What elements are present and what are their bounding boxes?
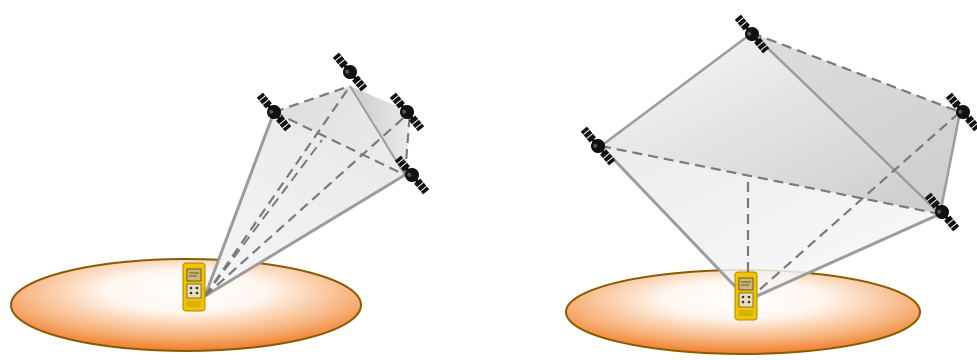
range-line: [751, 32, 941, 215]
hidden-edge: [204, 111, 411, 297]
coverage-face-right-bottom: [601, 146, 940, 300]
hidden-edge: [751, 31, 961, 114]
hidden-edge: [273, 84, 351, 114]
hidden-edge: [600, 144, 941, 216]
panel-wide-constellation: [565, 12, 977, 355]
range-line: [204, 173, 406, 298]
hidden-edge: [204, 85, 351, 297]
gps-receiver-icon: [734, 271, 758, 321]
gps-receiver-icon: [182, 262, 206, 312]
range-line: [600, 31, 753, 148]
range-line: [203, 111, 276, 297]
coverage-face-left-b: [350, 86, 410, 175]
range-line: [747, 212, 941, 302]
coverage-face-right-side: [752, 33, 960, 214]
hidden-edge: [403, 111, 412, 176]
hidden-edge: [273, 111, 406, 176]
panel-narrow-constellation: [10, 50, 433, 352]
hidden-edge: [204, 139, 323, 297]
range-line: [599, 144, 750, 302]
range-line: [938, 111, 962, 215]
